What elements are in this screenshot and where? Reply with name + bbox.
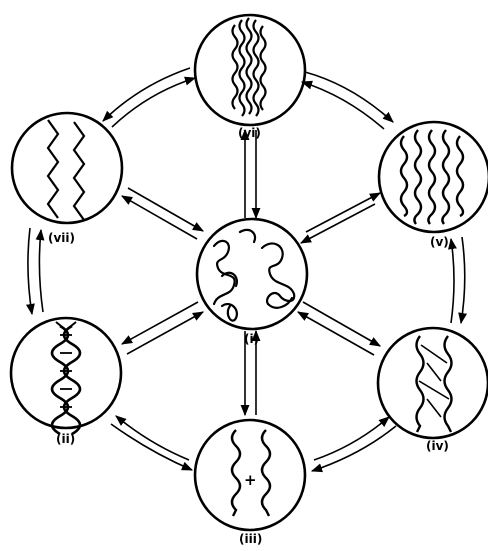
arrow-v-to-iv: [461, 237, 465, 323]
arrow-i-to-vii: [122, 196, 197, 239]
zigzag-strands: [48, 120, 84, 220]
arrow-ii-to-iii: [111, 424, 192, 470]
arrow-vii-to-i: [128, 188, 203, 231]
label-iii: (iii): [239, 533, 262, 545]
arrow-vi-to-v: [305, 72, 393, 122]
aligned-wavy-strands: [401, 130, 463, 224]
arrow-vi-to-vii: [103, 68, 190, 121]
label-vii: (vii): [48, 232, 75, 244]
circle-iv: [378, 328, 488, 438]
arrow-ii-to-vii: [39, 230, 43, 312]
arrow-i-to-ii: [122, 302, 198, 344]
double-helix: [52, 322, 80, 434]
plus-sign: +: [244, 474, 257, 486]
arrow-iv-to-v: [451, 239, 454, 323]
label-i: (i): [244, 333, 259, 345]
label-ii: (ii): [56, 433, 75, 445]
arrow-vii-to-ii: [28, 228, 32, 314]
label-vi: (vi): [238, 127, 261, 139]
arrow-i-to-v: [306, 193, 380, 232]
coil-tangle: [214, 230, 294, 321]
arrow-iv-to-i: [298, 312, 374, 355]
arrow-ii-to-i: [127, 312, 203, 354]
arrow-iii-to-ii: [116, 416, 189, 460]
label-v: (v): [430, 236, 449, 248]
parallel-wavy-strands: [233, 18, 266, 116]
circle-vii: [12, 113, 122, 223]
label-iv: (iv): [426, 440, 449, 452]
arrow-iv-to-iii: [312, 426, 396, 471]
crosslinked-strands: [417, 336, 452, 432]
arrow-i-to-iv: [303, 302, 380, 346]
circle-i: [197, 219, 307, 329]
arrow-v-to-i: [301, 204, 375, 243]
